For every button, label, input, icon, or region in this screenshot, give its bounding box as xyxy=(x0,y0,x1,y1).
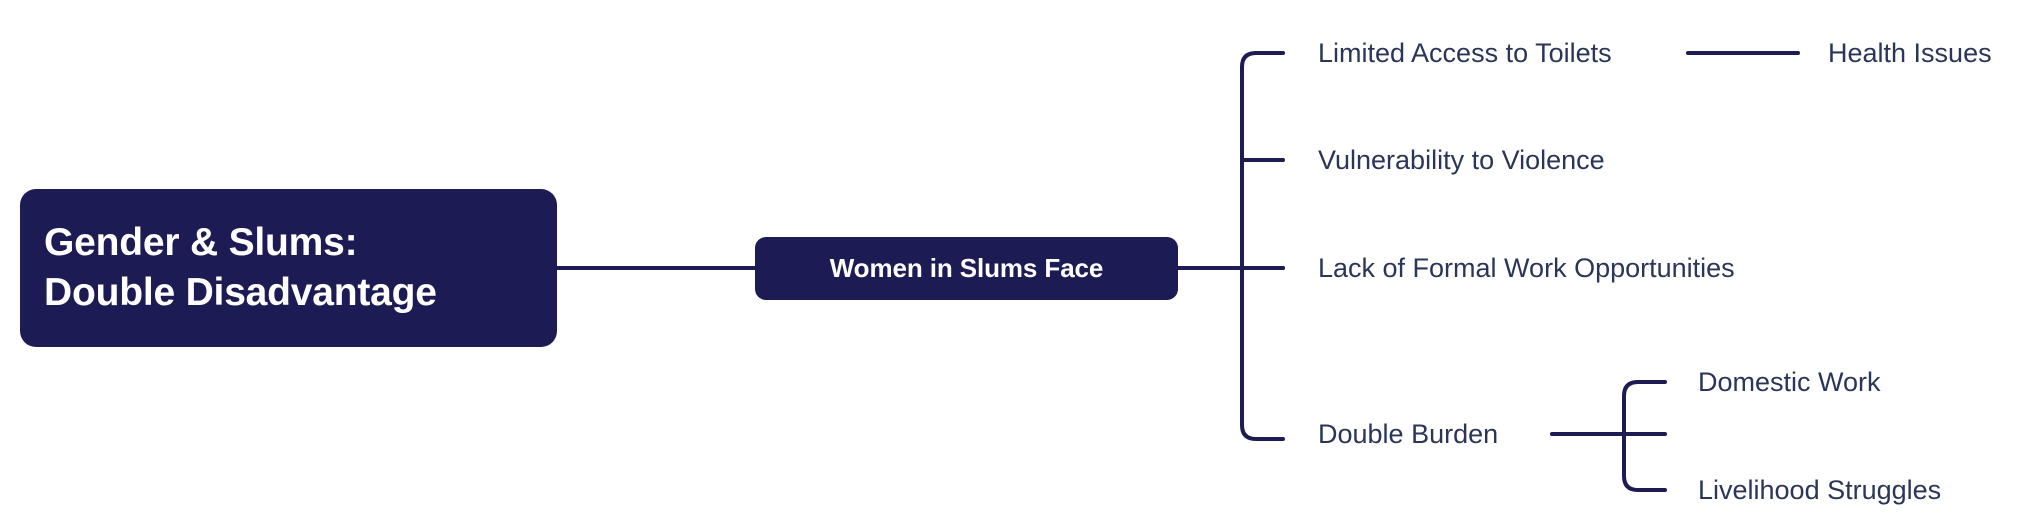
topic-label: Limited Access to Toilets xyxy=(1318,38,1612,68)
topic-limited-access-to-toilets[interactable]: Limited Access to Toilets xyxy=(1318,37,1612,69)
topic-label: Lack of Formal Work Opportunities xyxy=(1318,253,1735,283)
topic-double-burden[interactable]: Double Burden xyxy=(1318,418,1498,450)
subtopic-domestic-work[interactable]: Domestic Work xyxy=(1698,366,1881,398)
topic-lack-of-formal-work-opportunities[interactable]: Lack of Formal Work Opportunities xyxy=(1318,252,1735,284)
connector-subtrunk-double-burden xyxy=(1622,380,1667,492)
root-node-title-line-1: Gender & Slums: xyxy=(44,221,358,264)
subtopic-label: Livelihood Struggles xyxy=(1698,475,1942,505)
subtopic-label: Domestic Work xyxy=(1698,367,1881,397)
root-node[interactable]: Gender & Slums: Double Disadvantage xyxy=(20,189,557,347)
root-node-title-line-2: Double Disadvantage xyxy=(44,271,437,314)
branch-node-women-in-slums-face[interactable]: Women in Slums Face xyxy=(755,237,1178,300)
topic-label: Double Burden xyxy=(1318,419,1499,449)
subtopic-label: Health Issues xyxy=(1828,38,1992,68)
subtopic-livelihood-struggles[interactable]: Livelihood Struggles xyxy=(1698,474,1941,506)
branch-node-label: Women in Slums Face xyxy=(829,253,1104,283)
topic-vulnerability-to-violence[interactable]: Vulnerability to Violence xyxy=(1318,144,1605,176)
subtopic-health-issues[interactable]: Health Issues xyxy=(1828,37,1992,69)
connector-trunk-main xyxy=(1240,51,1285,441)
topic-label: Vulnerability to Violence xyxy=(1318,145,1605,175)
